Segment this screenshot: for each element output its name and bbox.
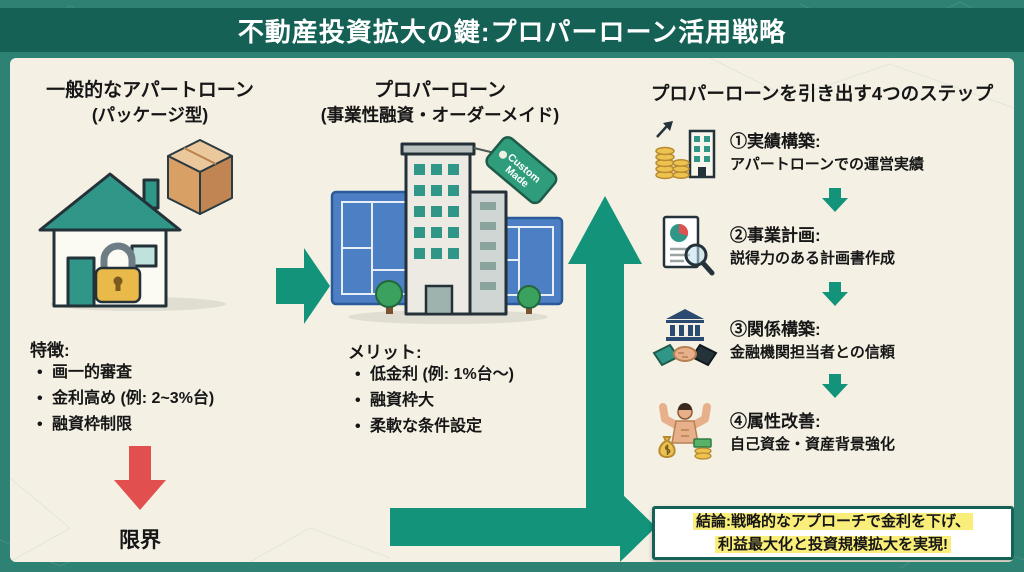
left-column-heading: 一般的なアパートローン (パッケージ型) [20, 78, 280, 128]
features-list: 画一的審査 金利高め (例: 2~3%台) 融資枠制限 [34, 360, 214, 438]
merits-list: 低金利 (例: 1%台〜) 融資枠大 柔軟な条件設定 [352, 362, 514, 440]
step-row-4: ④属性改善: 自己資金・資産背景強化 [652, 396, 1014, 468]
step-desc: 自己資金・資産背景強化 [730, 435, 896, 453]
report-magnifier-icon [662, 215, 715, 276]
left-heading-line1: 一般的なアパートローン [46, 80, 254, 101]
conclusion-line1: 結論:戦略的なアプローチで金利を下げ、 [693, 511, 973, 532]
step-desc: アパートローンでの運営実績 [730, 155, 924, 173]
features-label: 特徴: [30, 341, 70, 360]
content-panel: 一般的なアパートローン (パッケージ型) [10, 58, 1014, 562]
feature-item: 融資枠制限 [34, 412, 214, 438]
step-down-arrow-icon [822, 374, 848, 398]
step-down-arrow-icon [822, 188, 848, 212]
feature-item: 画一的審査 [34, 360, 214, 386]
limit-down-arrow-icon [114, 446, 166, 510]
right-column-heading: プロパーローンを引き出す4つのステップ [650, 83, 994, 104]
merits-label: メリット: [348, 343, 422, 362]
page-title: 不動産投資拡大の鍵:プロパーローン活用戦略 [237, 16, 787, 47]
step-desc: 金融機関担当者との信頼 [730, 343, 895, 361]
step-row-2: ②事業計画: 説得力のある計画書作成 [652, 210, 1014, 282]
merit-item: 低金利 (例: 1%台〜) [352, 362, 514, 388]
title-banner: 不動産投資拡大の鍵:プロパーローン活用戦略 [0, 8, 1024, 52]
step-title: ③関係構築: [730, 319, 821, 339]
merit-item: 柔軟な条件設定 [352, 414, 514, 440]
bank-handshake-icon [652, 309, 718, 367]
step-title: ①実績構築: [730, 131, 821, 151]
conclusion-box: 結論:戦略的なアプローチで金利を下げ、 利益最大化と投資規模拡大を実現! [652, 506, 1014, 560]
middle-column-heading: プロパーローン (事業性融資・オーダーメイド) [300, 78, 580, 128]
step-title: ④属性改善: [730, 411, 821, 431]
step-row-3: ③関係構築: 金融機関担当者との信頼 [652, 304, 1014, 376]
conclusion-line2: 利益最大化と投資規模拡大を実現! [715, 534, 951, 555]
house-lock-icon [38, 172, 182, 308]
middle-heading-line1: プロパーローン [373, 80, 507, 101]
feature-item: 金利高め (例: 2~3%台) [34, 386, 214, 412]
step-desc: 説得力のある計画書作成 [730, 249, 896, 267]
office-building-icon [400, 142, 508, 316]
arrow-right-icon [276, 248, 330, 324]
house-lock-illustration [38, 139, 233, 311]
building-blueprint-illustration [330, 136, 564, 324]
step-row-1: ①実績構築: アパートローンでの運営実績 [652, 116, 1014, 188]
tree-icon [375, 280, 541, 314]
coins-building-icon [655, 121, 716, 180]
strongman-wealth-icon [658, 403, 712, 460]
step-down-arrow-icon [822, 282, 848, 306]
flow-up-and-right-arrow-icon [390, 196, 656, 562]
custom-tag-icon [473, 136, 558, 205]
package-box-icon [167, 139, 233, 215]
left-heading-line2: (パッケージ型) [91, 105, 209, 125]
limit-label: 限界 [119, 529, 161, 552]
step-title: ②事業計画: [730, 225, 821, 245]
middle-heading-line2: (事業性融資・オーダーメイド) [320, 105, 560, 125]
merit-item: 融資枠大 [352, 388, 514, 414]
